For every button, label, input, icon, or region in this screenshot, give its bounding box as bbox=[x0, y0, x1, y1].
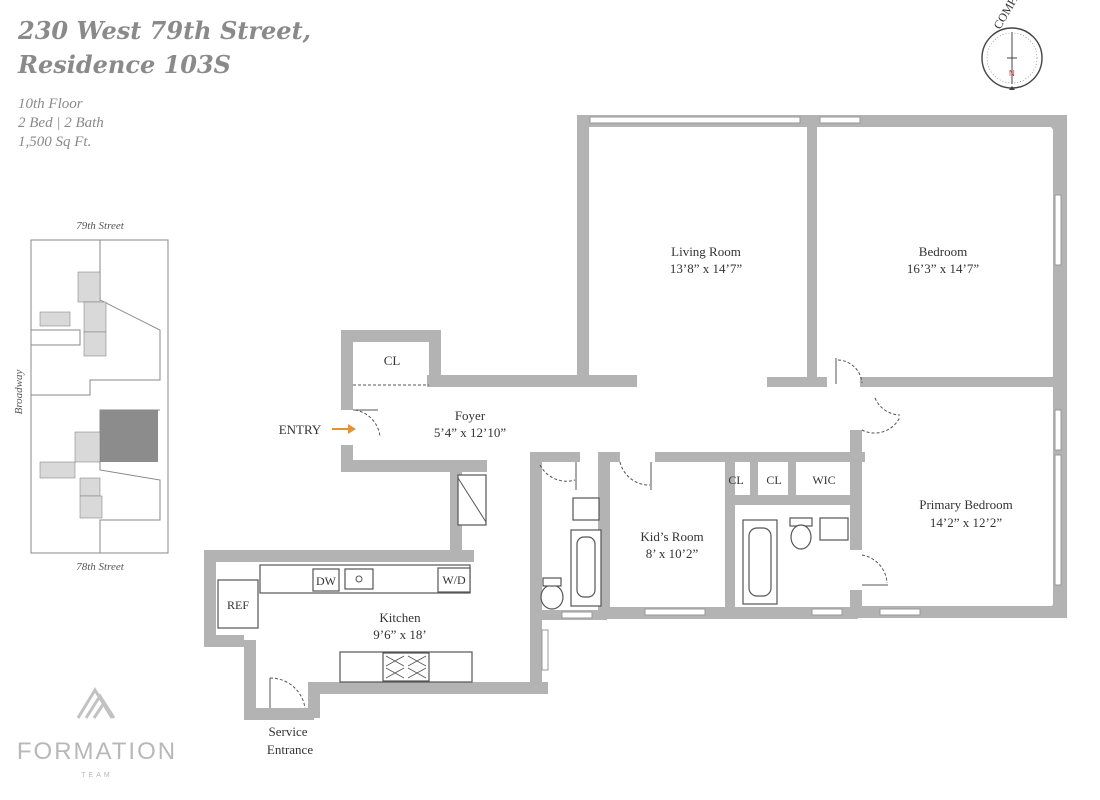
living-room-name: Living Room bbox=[671, 244, 741, 259]
beds-baths-text: 2 Bed | 2 Bath bbox=[18, 115, 104, 131]
entry-label: ENTRY bbox=[279, 422, 322, 437]
compass-label: COMPASS bbox=[990, 0, 1030, 32]
windows bbox=[541, 116, 1062, 671]
doors bbox=[269, 358, 901, 709]
closet-label-1: CL bbox=[728, 473, 743, 487]
living-room-dims: 13’8” x 14’7” bbox=[670, 261, 742, 276]
kitchen-name: Kitchen bbox=[379, 610, 421, 625]
kitchen-dims: 9’6” x 18’ bbox=[373, 627, 426, 642]
foyer-name: Foyer bbox=[455, 408, 486, 423]
primary-bedroom-name: Primary Bedroom bbox=[919, 497, 1013, 512]
brand-sub: TEAM bbox=[81, 772, 113, 779]
stove-icon bbox=[382, 652, 430, 682]
closet-label-2: CL bbox=[766, 473, 781, 487]
floor-text: 10th Floor bbox=[18, 96, 83, 112]
service-entrance-line2: Entrance bbox=[267, 742, 313, 757]
keyplan-unit-marker bbox=[100, 410, 158, 462]
walk-in-closet-label: WIC bbox=[812, 473, 835, 487]
listing-meta: 10th Floor 2 Bed | 2 Bath 1,500 Sq Ft. bbox=[18, 95, 104, 152]
fixtures bbox=[217, 474, 849, 683]
compass-icon: COMPASS N bbox=[981, 0, 1043, 90]
keyplan-street-top: 79th Street bbox=[76, 220, 124, 232]
primary-bedroom-dims: 14’2” x 12’2” bbox=[930, 515, 1002, 530]
closet-label-foyer: CL bbox=[384, 353, 401, 368]
area-text: 1,500 Sq Ft. bbox=[18, 134, 92, 150]
service-entrance-line1: Service bbox=[269, 724, 308, 739]
walls bbox=[204, 115, 1067, 720]
formation-logo-icon bbox=[76, 687, 116, 719]
washer-dryer-icon bbox=[437, 567, 471, 593]
ref-label: REF bbox=[227, 598, 249, 612]
dishwasher-icon bbox=[312, 568, 340, 592]
keyplan-street-bottom: 78th Street bbox=[76, 561, 124, 573]
bath-sink-icon-2 bbox=[819, 517, 849, 541]
entry-arrow-icon bbox=[332, 424, 356, 434]
sink-icon bbox=[344, 568, 374, 590]
wd-label: W/D bbox=[442, 573, 466, 587]
kids-room-name: Kid’s Room bbox=[640, 529, 703, 544]
title-residence: Residence 103S bbox=[18, 50, 232, 79]
title-address: 230 West 79th Street, bbox=[18, 16, 312, 45]
brand-name: FORMATION bbox=[16, 738, 178, 765]
bath-sink-icon bbox=[572, 497, 600, 521]
bedroom-name: Bedroom bbox=[919, 244, 967, 259]
toilet-icon-2 bbox=[790, 524, 812, 550]
bedroom-dims: 16’3” x 14’7” bbox=[907, 261, 979, 276]
key-plan: 79th Street 78th Street Broadway bbox=[13, 220, 169, 573]
compass-north: N bbox=[1009, 69, 1015, 78]
dw-label: DW bbox=[316, 574, 337, 588]
refrigerator-icon bbox=[217, 579, 259, 629]
keyplan-street-left: Broadway bbox=[13, 369, 25, 414]
foyer-dims: 5’4” x 12’10” bbox=[434, 425, 506, 440]
toilet-icon bbox=[540, 584, 564, 610]
kids-room-dims: 8’ x 10’2” bbox=[646, 546, 699, 561]
listing-title: 230 West 79th Street, Residence 103S bbox=[18, 14, 311, 82]
